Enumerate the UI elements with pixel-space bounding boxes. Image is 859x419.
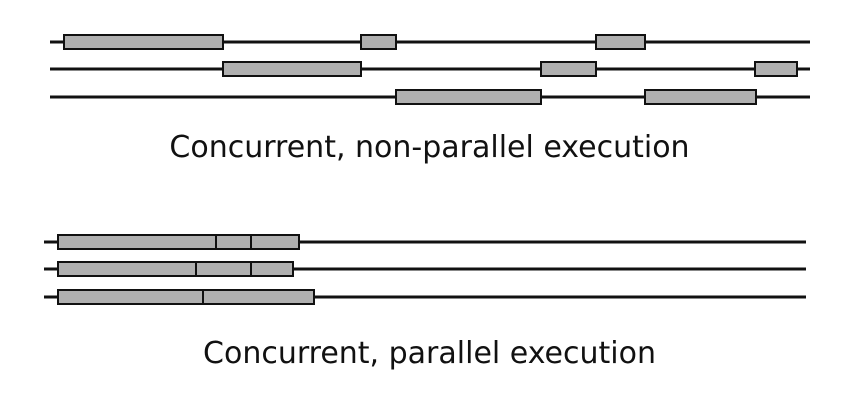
execution-block [395,89,542,105]
execution-block [57,234,300,250]
execution-block [222,61,362,77]
execution-block [57,261,294,277]
execution-block [57,289,315,305]
execution-block [595,34,646,50]
parallel-diagram [44,234,806,305]
execution-block [644,89,757,105]
non-parallel-diagram [50,34,810,105]
execution-block [63,34,224,50]
execution-block [754,61,798,77]
execution-block [540,61,597,77]
parallel-caption: Concurrent, parallel execution [203,336,656,371]
non-parallel-caption: Concurrent, non-parallel execution [169,130,690,165]
execution-block [360,34,397,50]
